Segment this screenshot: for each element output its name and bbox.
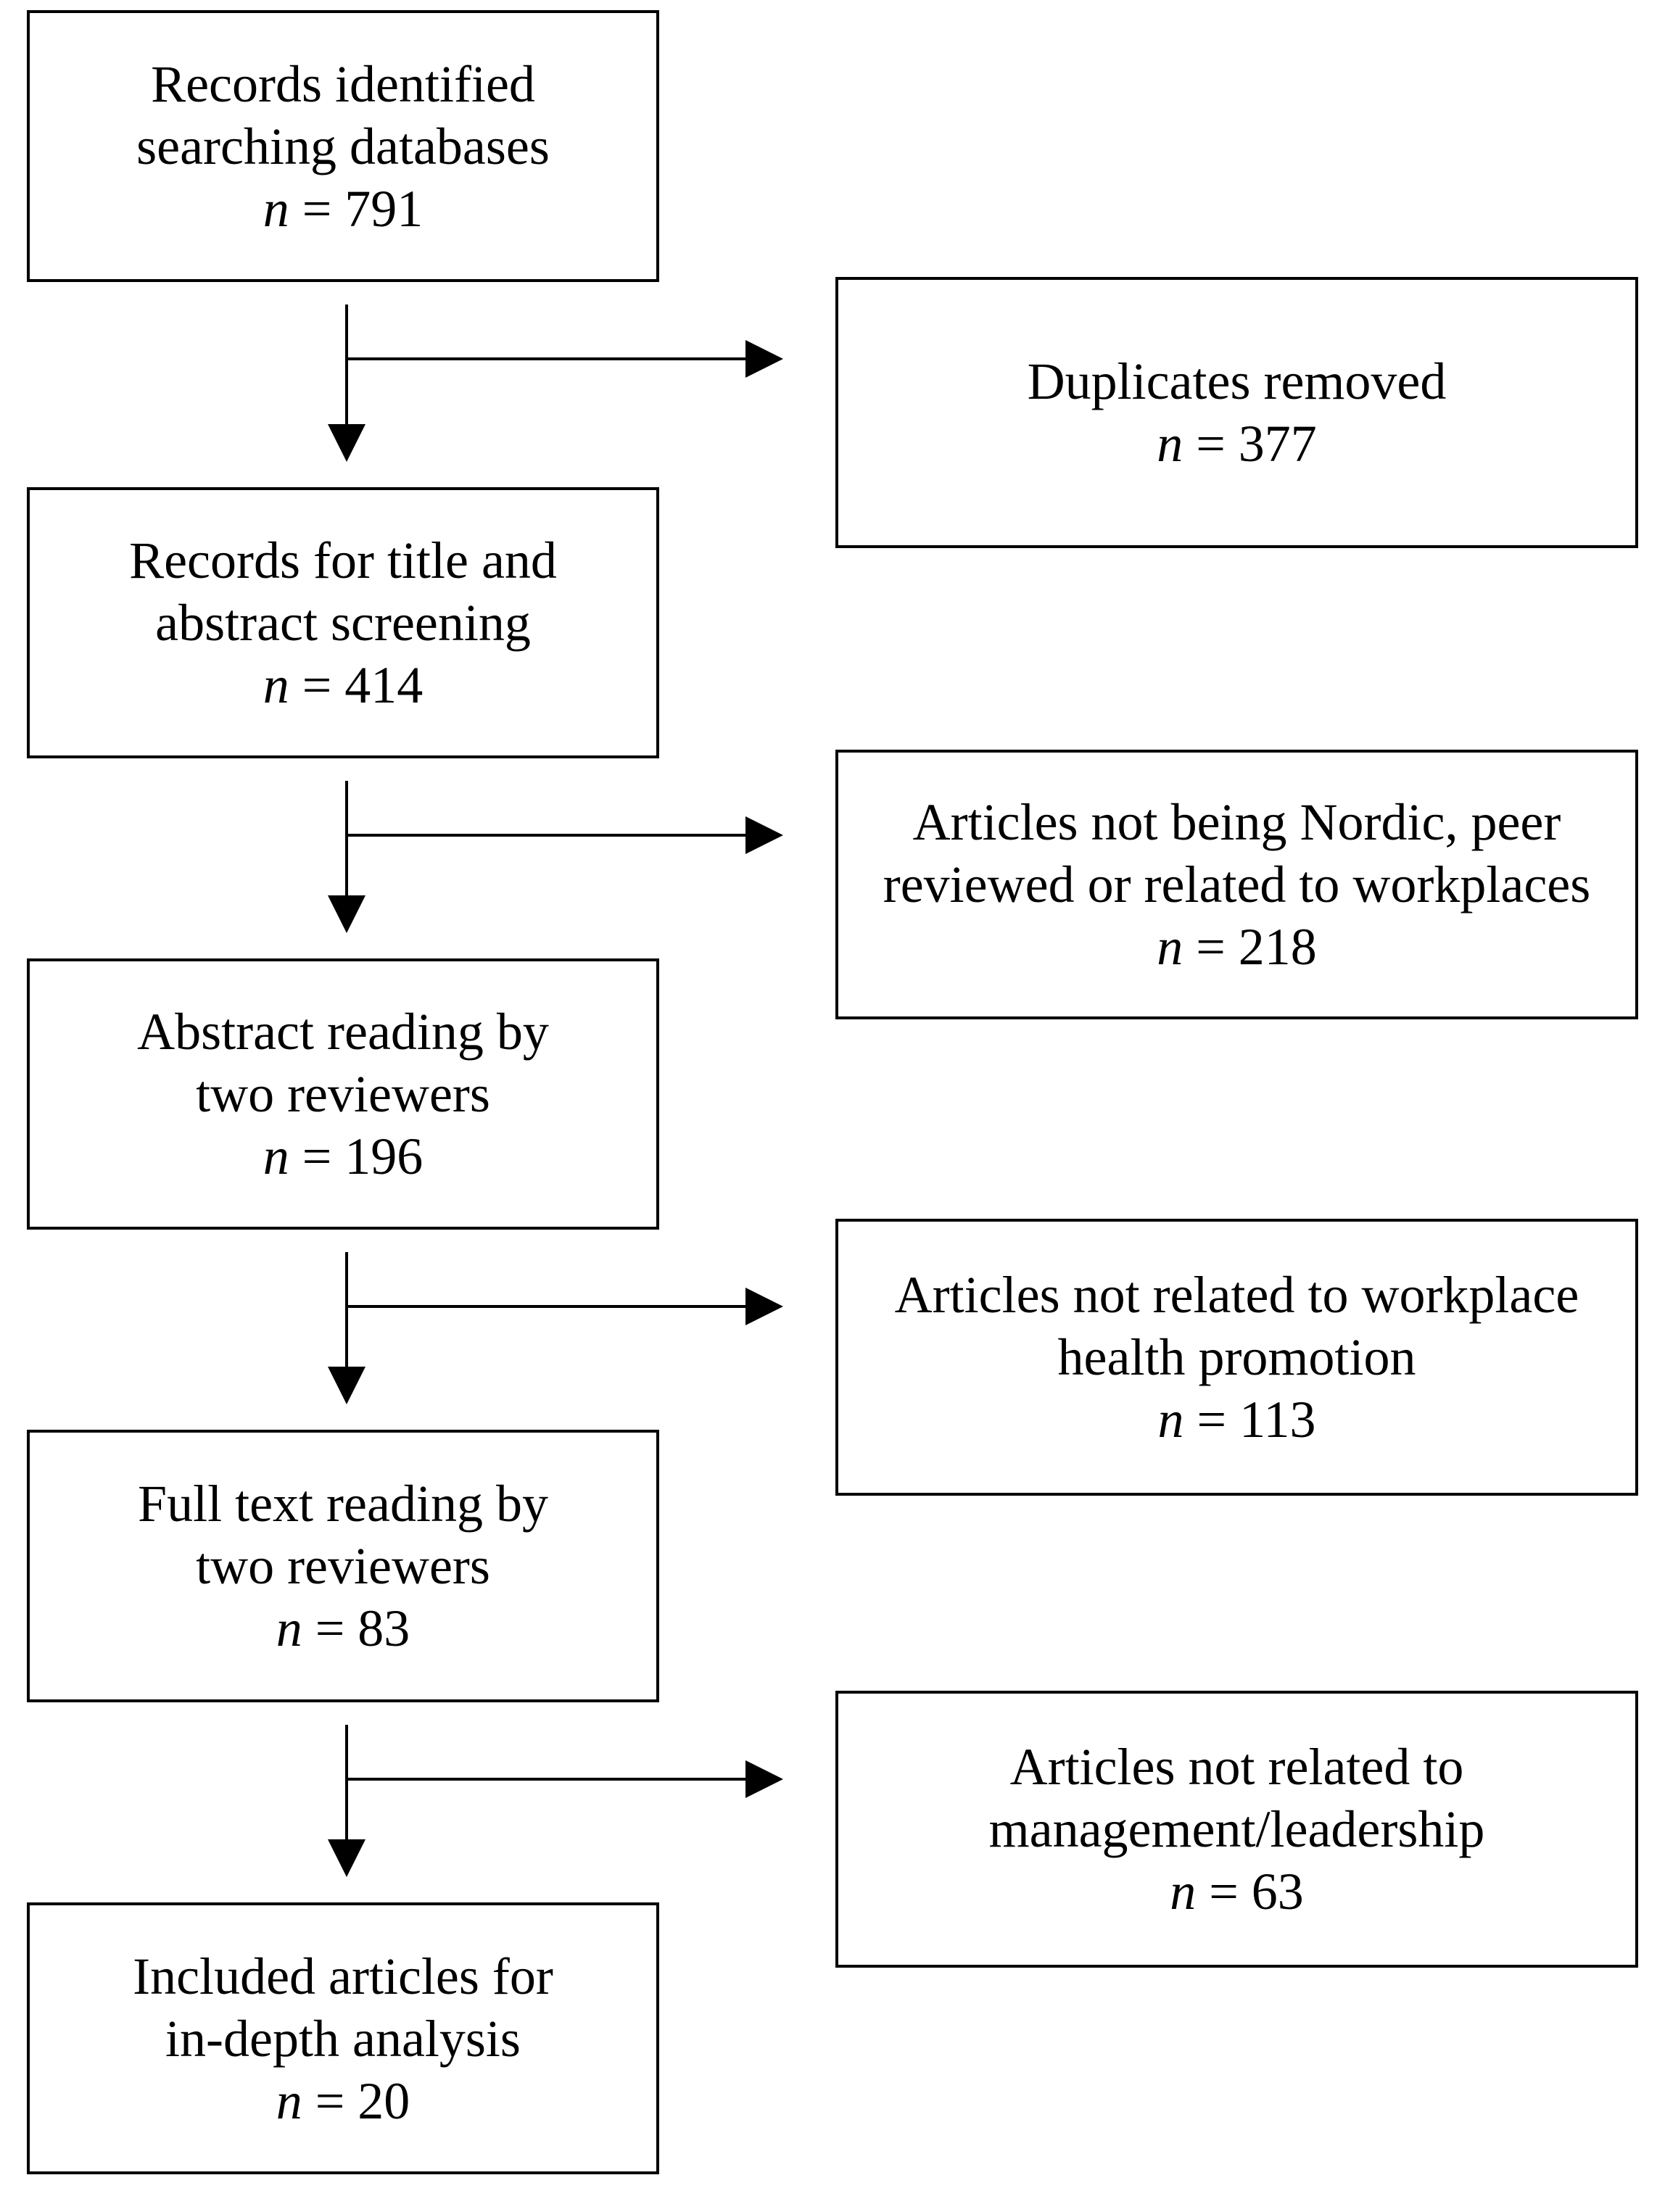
box-count-line: n = 791 [263, 178, 424, 240]
box-label-line: Records identified [151, 54, 535, 113]
box-label-line: Abstract reading by [137, 1003, 549, 1061]
arrowhead-down-2 [328, 895, 365, 933]
n-value: = 218 [1183, 918, 1317, 976]
box-label-line: health promotion [1057, 1328, 1416, 1386]
arrowhead-right-2 [745, 816, 783, 854]
connector-line-right-3 [345, 1305, 745, 1308]
box-abstract-reading: Abstract reading by two reviewers n = 19… [27, 958, 659, 1230]
n-symbol: n [1157, 1391, 1184, 1449]
box-not-nordic-peer-reviewed: Articles not being Nordic, peer reviewed… [835, 750, 1638, 1019]
connector-line-down-1 [345, 305, 348, 428]
arrowhead-down-4 [328, 1839, 365, 1877]
box-label-line: abstract screening [155, 594, 531, 652]
n-symbol: n [263, 179, 289, 238]
box-label-line: Articles not being Nordic, peer [912, 793, 1561, 851]
n-value: = 20 [302, 2071, 410, 2130]
connector-line-down-4 [345, 1725, 348, 1843]
box-full-text-reading: Full text reading by two reviewers n = 8… [27, 1430, 659, 1702]
box-label-line: Duplicates removed [1027, 352, 1447, 410]
box-label-line: reviewed or related to workplaces [883, 856, 1591, 914]
box-label-line: in-depth analysis [165, 2009, 521, 2068]
n-value: = 113 [1183, 1391, 1316, 1449]
arrowhead-right-3 [745, 1288, 783, 1325]
n-symbol: n [1157, 415, 1183, 473]
arrowhead-right-1 [745, 340, 783, 378]
arrowhead-right-4 [745, 1760, 783, 1798]
box-title-abstract-screening: Records for title and abstract screening… [27, 487, 659, 758]
box-count-line: n = 63 [1170, 1860, 1304, 1923]
connector-line-down-2 [345, 781, 348, 899]
connector-line-right-4 [345, 1778, 745, 1781]
n-value: = 83 [302, 1599, 410, 1657]
box-count-line: n = 113 [1158, 1388, 1316, 1451]
box-count-line: n = 414 [263, 654, 424, 716]
n-value: = 414 [289, 656, 424, 714]
connector-line-right-2 [345, 834, 745, 837]
box-label-line: two reviewers [196, 1537, 490, 1595]
box-label-line: Articles not related to [1009, 1738, 1464, 1796]
box-count-line: n = 377 [1157, 413, 1317, 475]
box-count-line: n = 218 [1157, 916, 1317, 978]
n-symbol: n [263, 656, 289, 714]
n-symbol: n [263, 1127, 289, 1185]
box-label-line: two reviewers [196, 1065, 490, 1123]
box-count-line: n = 83 [276, 1597, 410, 1660]
n-value: = 377 [1183, 415, 1317, 473]
n-value: = 63 [1196, 1863, 1304, 1921]
n-symbol: n [276, 2071, 302, 2130]
n-value: = 791 [289, 179, 424, 238]
box-label-line: Articles not related to workplace [894, 1266, 1579, 1324]
box-label-line: Full text reading by [138, 1475, 548, 1533]
box-records-identified: Records identified searching databases n… [27, 10, 659, 282]
box-included-articles: Included articles for in-depth analysis … [27, 1902, 659, 2174]
n-symbol: n [276, 1599, 302, 1657]
box-count-line: n = 20 [276, 2070, 410, 2132]
n-symbol: n [1157, 918, 1183, 976]
box-label-line: searching databases [136, 117, 550, 175]
connector-line-down-3 [345, 1252, 348, 1370]
box-label-line: management/leadership [988, 1800, 1485, 1858]
box-not-management-leadership: Articles not related to management/leade… [835, 1691, 1638, 1968]
box-count-line: n = 196 [263, 1125, 424, 1188]
n-value: = 196 [289, 1127, 424, 1185]
arrowhead-down-1 [328, 424, 365, 462]
box-label-line: Records for title and [129, 531, 557, 589]
connector-line-right-1 [345, 357, 745, 360]
n-symbol: n [1170, 1863, 1197, 1921]
box-not-workplace-health-promotion: Articles not related to workplace health… [835, 1219, 1638, 1496]
arrowhead-down-3 [328, 1367, 365, 1404]
box-label-line: Included articles for [133, 1947, 553, 2005]
box-duplicates-removed: Duplicates removed n = 377 [835, 277, 1638, 548]
